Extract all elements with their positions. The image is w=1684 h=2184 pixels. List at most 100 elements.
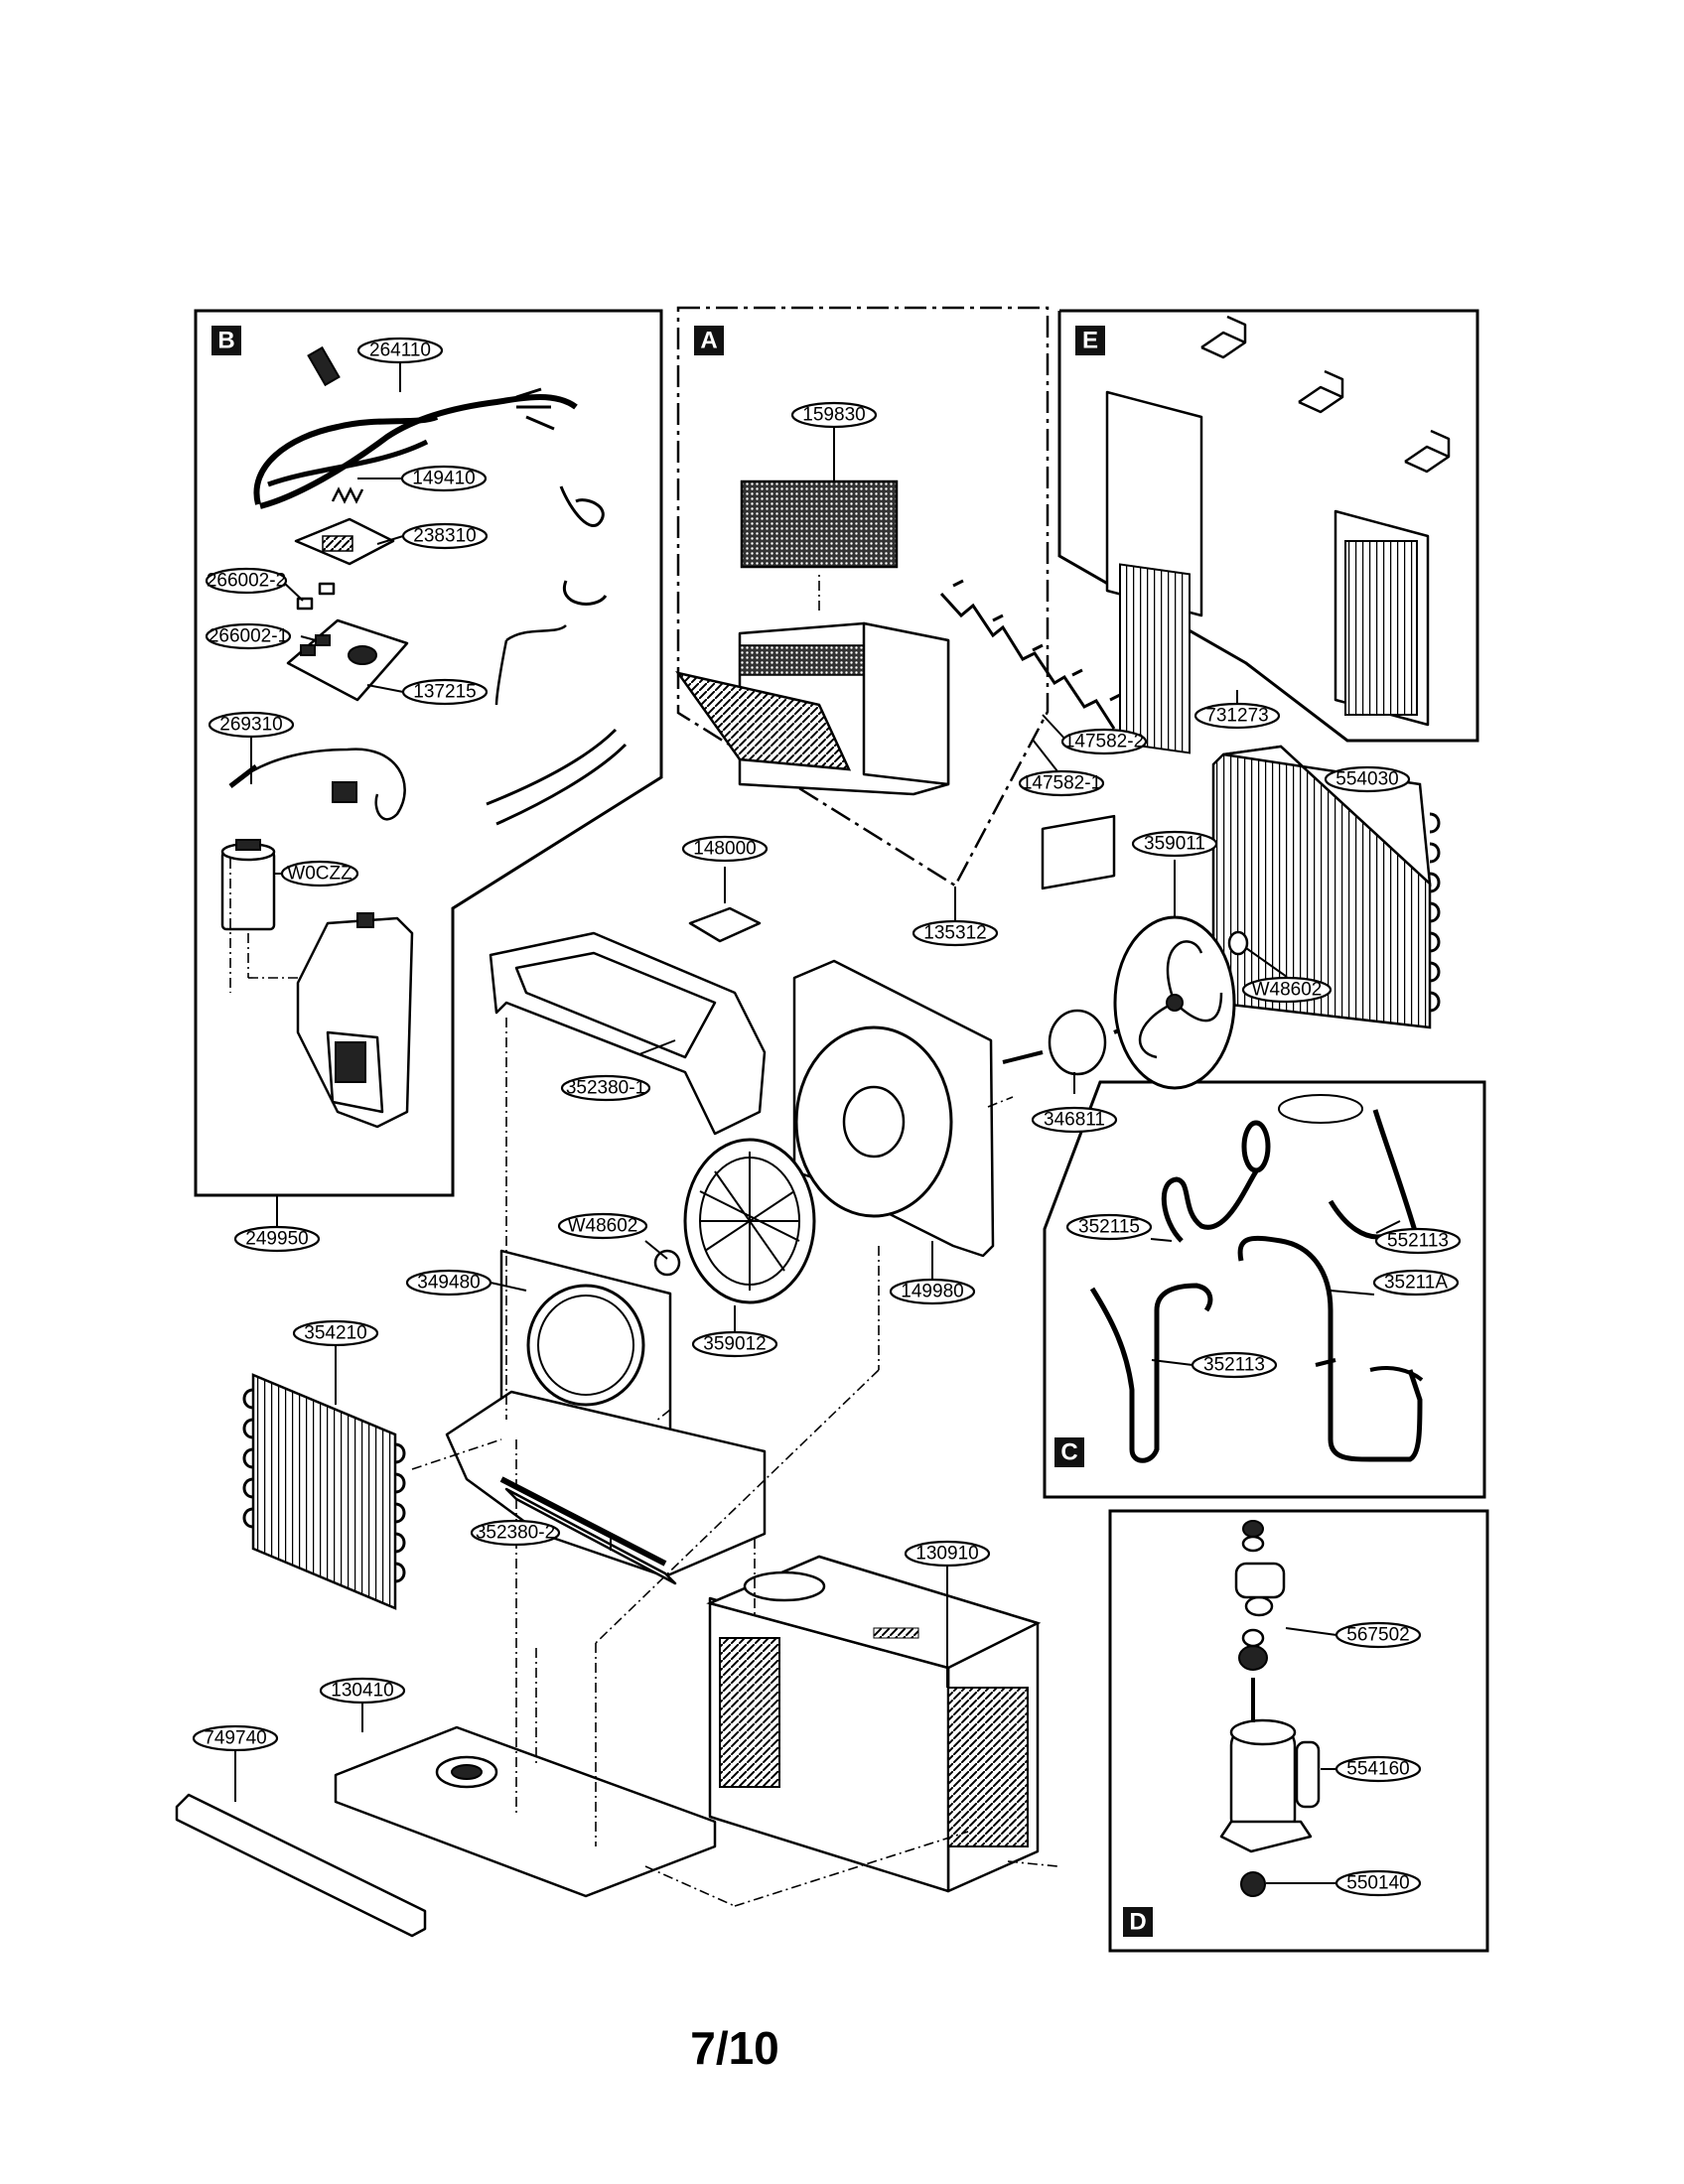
part-label-159830: 159830 — [790, 401, 878, 429]
cabinet-illustration — [706, 1555, 1042, 1893]
svg-text:149410: 149410 — [412, 469, 475, 489]
svg-text:554030: 554030 — [1335, 769, 1398, 790]
control-board-illustration — [294, 517, 395, 566]
orifice-plate-illustration — [499, 1249, 672, 1446]
svg-text:35211A: 35211A — [1384, 1273, 1448, 1294]
fan-shroud-illustration — [792, 959, 995, 1258]
fan-motor-illustration — [1002, 814, 1163, 1076]
upper-air-guide-illustration — [489, 931, 767, 1136]
svg-text:159830: 159830 — [802, 405, 865, 426]
part-label-149410: 149410 — [400, 465, 488, 492]
capacitor-illustration — [220, 839, 276, 931]
svg-text:149980: 149980 — [901, 1282, 963, 1302]
part-label-249950: 249950 — [233, 1225, 321, 1253]
part-label-w0czz: W0CZZ — [280, 860, 359, 887]
part-label-550140: 550140 — [1334, 1869, 1422, 1897]
svg-text:359012: 359012 — [703, 1334, 766, 1355]
section-d-frame — [1108, 1509, 1489, 1953]
section-tag-e: E — [1075, 326, 1105, 355]
svg-text:266002-1: 266002-1 — [209, 626, 288, 647]
part-label-147582-1: 147582-1 — [1018, 769, 1105, 797]
svg-text:554160: 554160 — [1346, 1759, 1409, 1780]
section-tag-a: A — [694, 326, 724, 355]
thermistor-illustration — [228, 748, 406, 821]
assembly-guide-lines — [229, 859, 1058, 1907]
svg-text:D: D — [1129, 1909, 1146, 1936]
section-c-frame — [1043, 1080, 1486, 1499]
svg-text:E: E — [1082, 328, 1098, 354]
svg-text:148000: 148000 — [693, 839, 756, 860]
part-label-35211a: 35211A — [1372, 1269, 1460, 1297]
section-tag-c: C — [1054, 1437, 1084, 1467]
part-label-w48602-upper: W48602 — [1241, 976, 1333, 1004]
evaporator-coil-illustration — [242, 1373, 406, 1610]
svg-text:238310: 238310 — [413, 526, 476, 547]
part-label-352380-1: 352380-1 — [560, 1074, 651, 1102]
part-label-264110: 264110 — [356, 337, 444, 364]
svg-text:A: A — [700, 328, 717, 354]
louver-set-illustration — [939, 579, 1121, 730]
svg-text:249950: 249950 — [245, 1229, 308, 1250]
part-label-352115: 352115 — [1065, 1213, 1153, 1241]
svg-text:567502: 567502 — [1346, 1625, 1409, 1646]
svg-text:352380-1: 352380-1 — [566, 1078, 645, 1099]
svg-text:W0CZZ: W0CZZ — [287, 864, 352, 885]
part-label-w48602-lower: W48602 — [557, 1212, 648, 1240]
drain-cap-illustration — [688, 906, 762, 943]
svg-text:352115: 352115 — [1078, 1217, 1140, 1238]
part-label-554030: 554030 — [1324, 765, 1411, 793]
svg-text:147582-2: 147582-2 — [1064, 732, 1144, 752]
power-cord-illustration — [253, 345, 578, 509]
svg-text:W48602: W48602 — [568, 1216, 638, 1237]
svg-text:731273: 731273 — [1205, 706, 1268, 727]
mounting-brackets-illustration — [1200, 315, 1451, 474]
base-pan-illustration — [334, 1725, 717, 1898]
svg-text:352380-2: 352380-2 — [476, 1523, 555, 1544]
svg-text:266002-2: 266002-2 — [207, 571, 286, 592]
svg-text:349480: 349480 — [417, 1273, 480, 1294]
page-number: 7/10 — [690, 2022, 779, 2074]
svg-text:130910: 130910 — [915, 1544, 978, 1565]
part-label-359011: 359011 — [1131, 830, 1218, 858]
svg-text:749740: 749740 — [204, 1728, 266, 1749]
svg-text:B: B — [217, 328, 234, 354]
part-label-266002-1: 266002-1 — [205, 622, 292, 650]
part-label-352380-2: 352380-2 — [470, 1519, 561, 1547]
part-label-352113: 352113 — [1191, 1351, 1278, 1379]
part-label-346811: 346811 — [1031, 1106, 1118, 1134]
svg-text:137215: 137215 — [413, 682, 476, 703]
part-label-269310: 269310 — [208, 711, 295, 739]
part-label-135312: 135312 — [912, 919, 999, 947]
svg-text:550140: 550140 — [1346, 1873, 1409, 1894]
svg-text:352113: 352113 — [1203, 1355, 1265, 1376]
part-label-137215: 137215 — [401, 678, 489, 706]
section-tag-d: D — [1123, 1907, 1153, 1937]
part-label-359012: 359012 — [691, 1330, 778, 1358]
part-label-554160: 554160 — [1334, 1755, 1422, 1783]
svg-text:346811: 346811 — [1044, 1110, 1105, 1131]
svg-text:C: C — [1060, 1439, 1077, 1466]
lower-air-guide-illustration — [445, 1390, 767, 1585]
air-filter-illustration — [740, 479, 899, 569]
side-curtain-left-illustration — [1105, 390, 1203, 754]
part-label-749740: 749740 — [192, 1724, 279, 1752]
svg-text:147582-1: 147582-1 — [1022, 773, 1101, 794]
svg-text:130410: 130410 — [331, 1681, 393, 1702]
part-label-238310: 238310 — [401, 522, 489, 550]
svg-text:552113: 552113 — [1387, 1231, 1449, 1252]
section-a-frame — [676, 306, 1050, 887]
part-label-149980: 149980 — [889, 1278, 976, 1305]
svg-text:269310: 269310 — [219, 715, 282, 736]
section-tag-b: B — [211, 326, 241, 355]
section-b-frame — [194, 309, 663, 1197]
part-label-147582-2: 147582-2 — [1060, 728, 1148, 755]
part-label-567502: 567502 — [1334, 1621, 1422, 1649]
front-grille-illustration — [675, 571, 950, 796]
svg-text:359011: 359011 — [1144, 834, 1205, 855]
side-curtain-right-illustration — [1333, 509, 1430, 727]
svg-text:354210: 354210 — [304, 1323, 366, 1344]
wire-harness-illustrations — [486, 485, 628, 826]
part-label-552113: 552113 — [1374, 1227, 1462, 1255]
svg-text:135312: 135312 — [923, 923, 986, 944]
